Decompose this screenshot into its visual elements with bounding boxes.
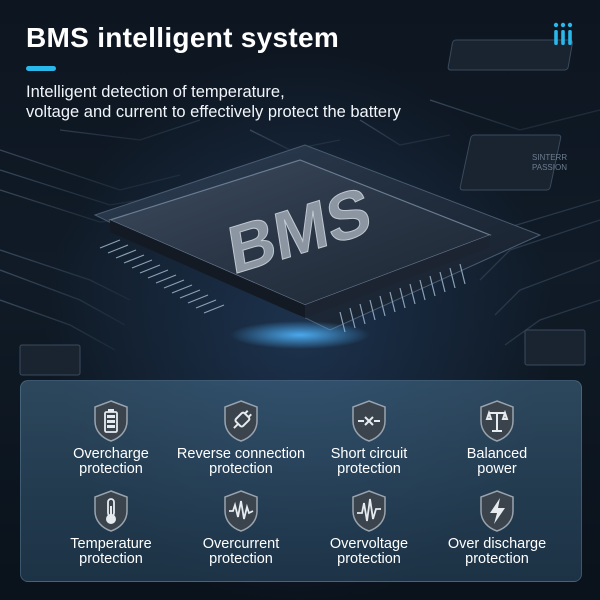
shield-battery-icon [94,400,128,442]
side-chip-marking: SINTERR [532,153,567,162]
feature-line1: Over discharge [447,536,547,552]
subtitle-line-2: voltage and current to effectively prote… [26,103,401,121]
feature-line1: Reverse connection [176,446,306,462]
shield-short-circuit-icon [352,400,386,442]
feature-line1: Balanced [466,446,528,462]
title-accent-bar [26,66,56,71]
shield-plug-icon [224,400,258,442]
feature-line1: Overcurrent [202,536,280,552]
shield-wave-icon [224,490,258,532]
page-title: BMS intelligent system [26,22,340,53]
shield-lightning-icon [480,490,514,532]
svg-text:PASSION: PASSION [532,163,567,172]
shield-thermometer-icon [94,490,128,532]
page-subtitle: Intelligent detection of temperature, vo… [26,82,586,122]
subtitle-line-1: Intelligent detection of temperature, [26,83,285,101]
feature-line2: protection [209,551,273,567]
feature-line2: protection [337,461,401,477]
shield-balance-icon [480,400,514,442]
feature-line2: protection [79,461,143,477]
feature-line2: power [477,461,517,477]
feature-line2: protection [465,551,529,567]
feature-line2: protection [209,461,273,477]
menu-dots-icon[interactable] [553,22,573,46]
feature-line1: Overvoltage [329,536,409,552]
feature-line1: Overcharge [73,446,149,462]
shield-pulse-icon [352,490,386,532]
feature-line1: Temperature [70,536,152,552]
feature-line2: protection [79,551,143,567]
feature-line1: Short circuit [330,446,408,462]
feature-line2: protection [337,551,401,567]
